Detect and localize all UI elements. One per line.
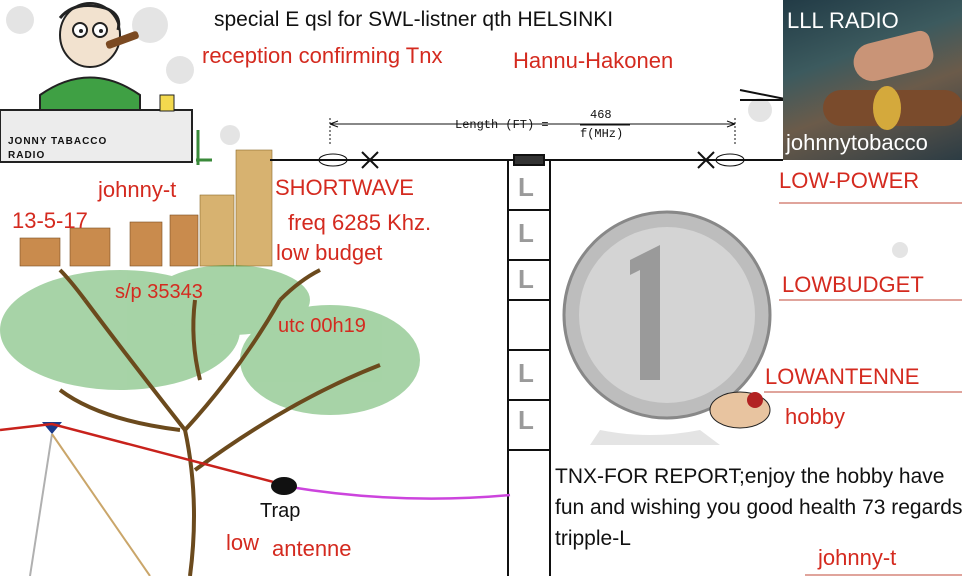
closing-signature: johnny-t <box>818 545 897 570</box>
confirm-line: reception confirming Tnx <box>202 43 443 68</box>
trap-label: Trap <box>260 500 301 522</box>
signal-report: s/p 35343 <box>115 281 203 303</box>
station-photo-top-label: LLL RADIO <box>787 8 899 33</box>
formula-denominator: f(MHz) <box>580 127 624 141</box>
station-photo-bottom-label: johnnytobacco <box>786 130 928 155</box>
cartoon-sign-line2: RADIO <box>8 150 46 161</box>
frequency-label: freq 6285 Khz. <box>288 210 432 235</box>
closing-message: TNX-FOR REPORT;enjoy the hobby have fun … <box>555 465 962 550</box>
station-photo <box>783 0 962 160</box>
qsl-title: special E qsl for SWL-listner qth HELSIN… <box>214 8 614 31</box>
hobby-label: hobby <box>785 404 845 429</box>
band-label: SHORTWAVE <box>275 175 414 200</box>
cartoon-hobby-figure <box>709 391 771 429</box>
coin-stacks <box>0 149 273 268</box>
ladder-letter: L <box>518 405 534 435</box>
ladder-letter: L <box>518 172 534 202</box>
ladder-letter: L <box>518 264 534 294</box>
low-label: low <box>226 530 260 555</box>
budget-label: low budget <box>276 240 383 265</box>
smoke-puffs <box>6 6 908 258</box>
formula-numerator: 468 <box>590 108 612 122</box>
operator-name: johnny-t <box>98 177 177 202</box>
report-date: 13-5-17 <box>12 208 88 233</box>
antenne-label: antenne <box>272 536 352 561</box>
cartoon-sign-line1: JONNY TABACCO <box>8 136 108 147</box>
ladder-letter: L <box>518 358 534 388</box>
ladder-letter: L <box>518 218 534 248</box>
antenna-mast <box>0 422 511 576</box>
formula-label: Length (FT) = <box>455 118 549 132</box>
ladder-feeder <box>507 154 551 576</box>
utc-time: utc 00h19 <box>278 315 366 337</box>
low-power-label: LOW-POWER <box>779 168 920 193</box>
low-antenna-label: LOWANTENNE <box>765 364 920 389</box>
euro-coin-image <box>562 210 772 445</box>
listener-name: Hannu-Hakonen <box>513 48 674 73</box>
tree <box>0 265 420 576</box>
low-budget-label: LOWBUDGET <box>782 272 924 297</box>
cartoon-smoker-figure <box>0 2 212 165</box>
